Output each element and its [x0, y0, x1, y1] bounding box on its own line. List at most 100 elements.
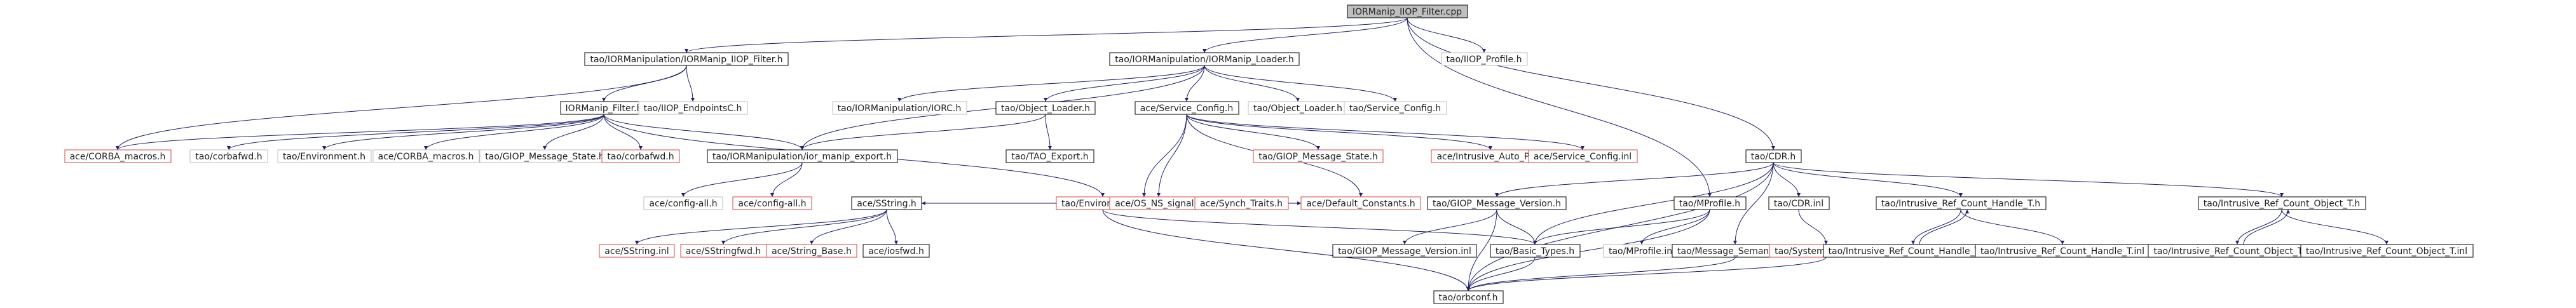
node-sstring-h[interactable]: ace/SString.h — [851, 196, 922, 210]
node-default-constants[interactable]: ace/Default_Constants.h — [1300, 196, 1421, 210]
node-iorc-h[interactable]: tao/IORManipulation/IORC.h — [832, 101, 967, 115]
node-tao-service-config-h[interactable]: tao/Service_Config.h — [1344, 101, 1447, 115]
edge-sstring-h-to-string-base — [810, 209, 887, 245]
node-label: ace/Intrusive_Auto_Ptr.h — [1436, 152, 1544, 162]
node-config-all-1[interactable]: ace/config-all.h — [643, 196, 723, 210]
node-ref-object-t-h[interactable]: tao/Intrusive_Ref_Count_Object_T.h — [2198, 196, 2366, 210]
node-iiop-filter-h[interactable]: tao/IORManipulation/IORManip_IIOP_Filter… — [584, 52, 789, 66]
node-giop-msg-version-inl[interactable]: tao/GIOP_Message_Version.inl — [1332, 244, 1477, 258]
edge-sstring-h-to-sstring-inl — [635, 209, 887, 245]
edge-loader-h-to-iorc-h — [897, 65, 1205, 102]
node-iosfwd[interactable]: ace/iosfwd.h — [862, 244, 930, 258]
node-message-semantics[interactable]: tao/Message_Semantics.h — [1672, 244, 1799, 258]
node-loader-h[interactable]: tao/IORManipulation/IORManip_Loader.h — [1109, 52, 1300, 66]
node-box — [766, 244, 857, 258]
edge-loader-h-to-tao-service-config-h — [1204, 65, 1397, 102]
node-ref-handle-t-inl[interactable]: tao/Intrusive_Ref_Count_Handle_T.inl — [1975, 244, 2151, 258]
node-label: ace/SStringfwd.h — [686, 246, 761, 257]
node-label: tao/IIOP_Profile.h — [1447, 55, 1522, 65]
edge-root-to-cdr-h — [1407, 17, 1775, 151]
node-label: ace/SString.h — [857, 199, 917, 209]
node-os-ns-signal[interactable]: ace/OS_NS_signal.h — [1109, 196, 1208, 210]
node-giop-msg-version-h[interactable]: tao/GIOP_Message_Version.h — [1427, 196, 1567, 210]
node-ior-manip-export[interactable]: tao/IORManipulation/ior_manip_export.h — [707, 149, 898, 163]
node-root[interactable]: IORManip_IIOP_Filter.cpp — [1347, 4, 1468, 18]
node-box — [277, 149, 372, 163]
node-ace-corba-macros[interactable]: ace/CORBA_macros.h — [64, 149, 172, 163]
node-cdr-h[interactable]: tao/CDR.h — [1745, 149, 1802, 163]
node-label: tao/Object_Loader.h — [1001, 104, 1090, 114]
node-label: tao/IORManipulation/IORManip_Loader.h — [1115, 55, 1294, 65]
node-box — [732, 196, 812, 210]
node-sstringfwd[interactable]: ace/SStringfwd.h — [680, 244, 767, 258]
node-sstring-inl[interactable]: ace/SString.inl — [599, 244, 675, 258]
edge-giop-msg-version-h-to-orbconf — [1466, 209, 1497, 291]
node-object-loader-h2[interactable]: tao/Object_Loader.h — [1248, 101, 1348, 115]
edge-ref-object-t-cpp-to-ref-object-t-h — [2243, 209, 2290, 245]
node-orbconf[interactable]: tao/orbconf.h — [1433, 290, 1504, 304]
node-label: tao/Message_Semantics.h — [1677, 246, 1793, 257]
node-corba-macros-2[interactable]: ace/CORBA_macros.h — [372, 149, 480, 163]
node-ref-handle-t-cpp[interactable]: tao/Intrusive_Ref_Count_Handle_T.cpp — [1823, 244, 2004, 258]
edge-cdr-h-to-cdr-inl — [1773, 162, 1801, 198]
node-box — [643, 196, 723, 210]
node-intrusive-auto-ptr[interactable]: ace/Intrusive_Auto_Ptr.h — [1431, 149, 1550, 163]
node-ref-object-t-inl[interactable]: tao/Intrusive_Ref_Count_Object_T.inl — [2300, 244, 2474, 258]
node-label: ace/Service_Config.h — [1140, 104, 1234, 114]
edge-root-to-iiop-profile-h — [1407, 17, 1486, 53]
node-label: ace/String_Base.h — [772, 246, 852, 257]
node-environment-1[interactable]: tao/Environment.h — [277, 149, 372, 163]
node-box — [2198, 196, 2366, 210]
node-config-all-2[interactable]: ace/config-all.h — [732, 196, 812, 210]
edge-cdr-h-to-basic-types — [1533, 162, 1774, 245]
node-ref-object-t-cpp[interactable]: tao/Intrusive_Ref_Count_Object_T.cpp — [2148, 244, 2327, 258]
node-giop-msg-state-1[interactable]: tao/GIOP_Message_State.h — [479, 149, 610, 163]
edge-ace-service-config-h-to-intrusive-auto-ptr — [1186, 114, 1492, 151]
node-iiop-profile-h[interactable]: tao/IIOP_Profile.h — [1441, 52, 1528, 66]
edge-iiop-filter-h-to-filter-h — [602, 65, 687, 102]
edge-root-to-iiop-filter-h — [685, 17, 1408, 53]
node-label: ace/config-all.h — [649, 199, 717, 209]
edge-loader-h-to-ace-service-config-h — [1185, 65, 1205, 102]
node-synch-traits[interactable]: ace/Synch_Traits.h — [1194, 196, 1289, 210]
node-ace-service-config-h[interactable]: ace/Service_Config.h — [1135, 101, 1239, 115]
node-box — [189, 149, 268, 163]
node-label: tao/orbconf.h — [1439, 293, 1498, 303]
node-giop-msg-state-2[interactable]: tao/GIOP_Message_State.h — [1253, 149, 1384, 163]
node-string-base[interactable]: ace/String_Base.h — [766, 244, 857, 258]
edge-filter-h-to-corbafwd-2 — [603, 114, 643, 151]
edge-environment-2-to-orbconf — [1102, 209, 1470, 291]
node-cdr-inl[interactable]: tao/CDR.inl — [1768, 196, 1830, 210]
node-label: tao/IORManipulation/ior_manip_export.h — [712, 152, 892, 162]
node-label: IORManip_Filter.h — [566, 104, 643, 114]
node-iiop-endpointsc[interactable]: tao/IIOP_EndpointsC.h — [638, 101, 748, 115]
node-ref-handle-t-h[interactable]: tao/Intrusive_Ref_Count_Handle_T.h — [1876, 196, 2047, 210]
node-box — [1673, 196, 1747, 210]
node-mprofile-inl[interactable]: tao/MProfile.inl — [1603, 244, 1681, 258]
node-box — [1528, 149, 1638, 163]
edge-loader-h-to-object-loader-h2 — [1204, 65, 1300, 102]
node-label: tao/Environment.h — [283, 152, 365, 162]
node-service-config-inl[interactable]: ace/Service_Config.inl — [1528, 149, 1638, 163]
node-mprofile-h[interactable]: tao/MProfile.h — [1673, 196, 1747, 210]
node-tao-export[interactable]: tao/TAO_Export.h — [1005, 149, 1094, 163]
edge-cdr-h-to-ref-handle-t-h — [1773, 162, 1963, 198]
node-label: ace/Synch_Traits.h — [1200, 199, 1283, 209]
node-label: tao/IORManipulation/IORC.h — [838, 104, 962, 114]
node-basic-types[interactable]: tao/Basic_Types.h — [1490, 244, 1581, 258]
edge-cdr-h-to-orbconf — [1466, 162, 1774, 291]
node-object-loader-h[interactable]: tao/Object_Loader.h — [995, 101, 1096, 115]
node-label: tao/Intrusive_Ref_Count_Handle_T.h — [1881, 199, 2040, 209]
node-box — [599, 244, 675, 258]
node-box — [1745, 149, 1802, 163]
edge-cdr-h-to-ref-object-t-h — [1773, 162, 2284, 198]
node-box — [862, 244, 930, 258]
edge-basic-types-to-orbconf — [1466, 257, 1536, 291]
edge-iiop-filter-h-to-iiop-endpointsc — [686, 65, 695, 102]
node-corbafwd-1[interactable]: tao/corbafwd.h — [189, 149, 268, 163]
node-corbafwd-2[interactable]: tao/corbafwd.h — [601, 149, 680, 163]
node-filter-h[interactable]: IORManip_Filter.h — [560, 101, 648, 115]
edge-mprofile-h-to-mprofile-inl — [1640, 209, 1710, 245]
node-label: ace/CORBA_macros.h — [378, 152, 474, 162]
node-box — [851, 196, 922, 210]
